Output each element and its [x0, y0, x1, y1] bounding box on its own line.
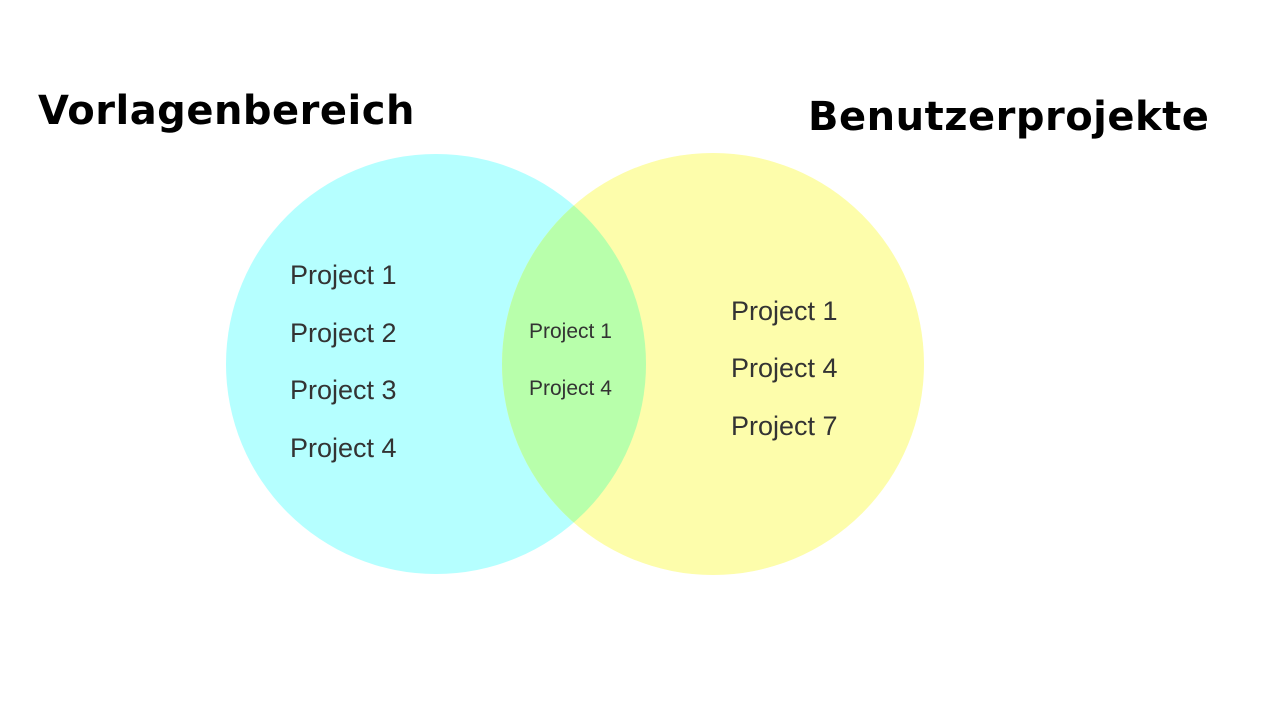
left-item: Project 3 [290, 375, 397, 405]
overlap-region [502, 154, 646, 574]
left-item: Project 2 [290, 318, 397, 348]
left-item: Project 4 [290, 433, 397, 463]
right-set-title: Benutzerprojekte [808, 94, 1210, 140]
overlap-item: Project 1 [529, 320, 612, 343]
right-item: Project 4 [731, 353, 838, 383]
left-set-title: Vorlagenbereich [38, 88, 415, 134]
overlap-item: Project 4 [529, 377, 612, 400]
right-item: Project 1 [731, 296, 838, 326]
left-item: Project 1 [290, 260, 397, 290]
right-item: Project 7 [731, 411, 838, 441]
